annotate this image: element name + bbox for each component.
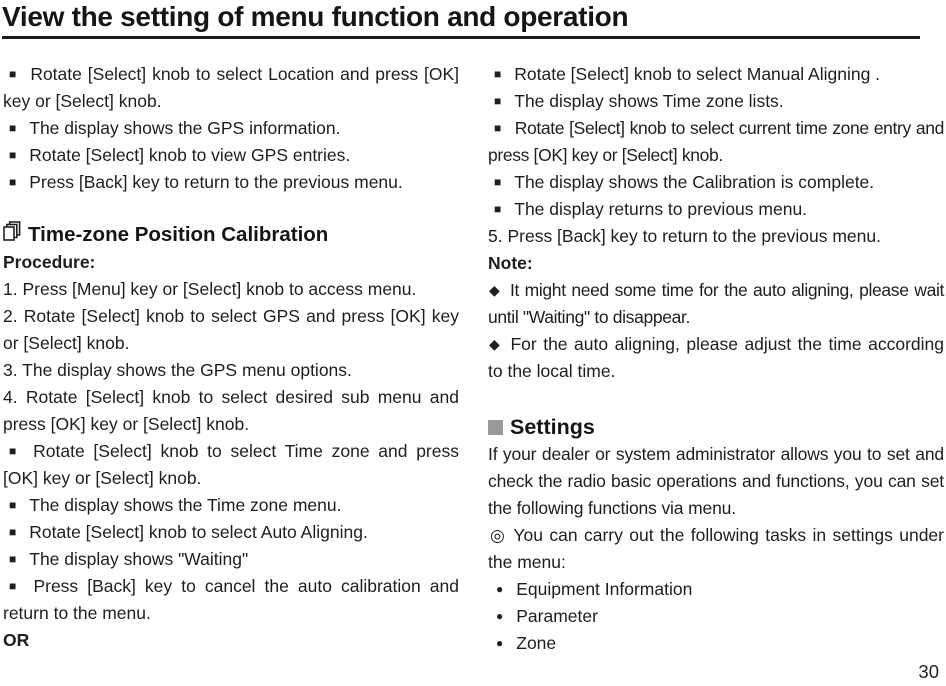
note-text: For the auto aligning, please adjust the…	[488, 334, 944, 381]
page-header: View the setting of menu function and op…	[0, 0, 946, 39]
square-bullet-icon: ■	[9, 525, 17, 539]
list-item: ■ Rotate [Select] knob to view GPS entrie…	[3, 142, 459, 169]
list-item: ● Parameter	[488, 603, 944, 630]
title-underline	[2, 36, 920, 39]
diamond-bullet-icon: ◆	[489, 336, 502, 352]
square-bullet-icon: ■	[9, 579, 21, 593]
page-number: 30	[918, 661, 939, 682]
section-heading-settings: Settings	[488, 413, 944, 441]
square-bullet-icon: ■	[494, 202, 502, 216]
list-item-text: The display shows Time zone lists.	[514, 91, 784, 111]
paragraph-text: You can carry out the following tasks in…	[488, 525, 944, 572]
pages-icon	[3, 221, 21, 249]
list-item-text: Rotate [Select] knob to select Manual Al…	[514, 64, 881, 84]
square-bullet-icon: ■	[9, 498, 17, 512]
dot-bullet-icon: ●	[496, 609, 504, 623]
list-item-text: Parameter	[516, 606, 598, 626]
list-item: ■Rotate [Select] knob to select Time zon…	[3, 438, 459, 492]
list-item-text: The display shows the GPS information.	[29, 118, 341, 138]
list-item: ■Rotate [Select] knob to select Location…	[3, 61, 459, 115]
square-bullet-icon: ■	[494, 67, 502, 81]
list-item-text: The display shows the Calibration is com…	[514, 172, 875, 192]
list-item: ■ Press [Back] key to return to the previ…	[3, 169, 459, 196]
procedure-label: Procedure:	[3, 252, 96, 272]
square-bullet-icon: ■	[9, 552, 17, 566]
square-bullet-icon: ■	[9, 121, 17, 135]
step-text: 5. Press [Back] key to return to the pre…	[488, 226, 881, 246]
note-label: Note:	[488, 253, 533, 273]
step-text: 1. Press [Menu] key or [Select] knob to …	[3, 279, 417, 299]
list-item-text: The display returns to previous menu.	[514, 199, 808, 219]
note-item: ◆For the auto aligning, please adjust th…	[488, 331, 944, 385]
square-bullet-icon: ■	[9, 148, 17, 162]
list-item-text: Press [Back] key to cancel the auto cali…	[3, 576, 460, 623]
diamond-bullet-icon: ◆	[489, 282, 501, 298]
list-item-text: Rotate [Select] knob to select Time zone…	[3, 441, 459, 488]
procedure-step: 1. Press [Menu] key or [Select] knob to …	[3, 276, 459, 303]
list-item-text: Rotate [Select] knob to select Auto Alig…	[29, 522, 368, 542]
procedure-step: 2. Rotate [Select] knob to select GPS an…	[3, 303, 459, 357]
step-text: 4. Rotate [Select] knob to select desire…	[3, 387, 459, 434]
list-item-text: Rotate [Select] knob to select Location …	[3, 64, 459, 111]
list-item: ● Equipment Information	[488, 576, 944, 603]
tasks-intro: ◎You can carry out the following tasks i…	[488, 522, 944, 576]
square-bullet-icon: ■	[9, 444, 21, 458]
list-item-text: The display shows "Waiting"	[29, 549, 249, 569]
list-item-text: Equipment Information	[516, 579, 693, 599]
page-title: View the setting of menu function and op…	[2, 1, 629, 32]
list-item-text: Rotate [Select] knob to select current t…	[488, 118, 944, 165]
square-bullet-icon: ■	[9, 67, 18, 81]
or-label: OR	[3, 630, 30, 650]
procedure-step: 4. Rotate [Select] knob to select desire…	[3, 384, 459, 438]
double-circle-bullet-icon: ◎	[490, 526, 507, 545]
list-item-text: The display shows the Time zone menu.	[29, 495, 342, 515]
procedure-step: 5. Press [Back] key to return to the pre…	[488, 223, 944, 250]
list-item: ● Zone	[488, 630, 944, 657]
procedure-step: 3. The display shows the GPS menu option…	[3, 357, 459, 384]
settings-intro: If your dealer or system administrator a…	[488, 441, 944, 522]
square-bullet-icon: ■	[494, 94, 502, 108]
list-item: ■ Rotate [Select] knob to select Manual A…	[488, 61, 944, 88]
left-column: ■Rotate [Select] knob to select Location…	[3, 61, 459, 657]
list-item: ■ The display returns to previous menu.	[488, 196, 944, 223]
dot-bullet-icon: ●	[496, 582, 504, 596]
list-item: ■Press [Back] key to cancel the auto cal…	[3, 573, 459, 627]
step-text: 2. Rotate [Select] knob to select GPS an…	[3, 306, 459, 353]
two-column-body: ■Rotate [Select] knob to select Location…	[0, 61, 946, 657]
square-bullet-icon: ■	[494, 121, 502, 135]
list-item: ■ The display shows the Calibration is co…	[488, 169, 944, 196]
note-text: It might need some time for the auto ali…	[488, 280, 944, 327]
list-item-text: Rotate [Select] knob to view GPS entries…	[29, 145, 351, 165]
section-heading-timezone: Time-zone Position Calibration	[3, 221, 459, 249]
square-bullet-icon: ■	[9, 175, 17, 189]
right-column: ■ Rotate [Select] knob to select Manual A…	[488, 61, 944, 657]
step-text: 3. The display shows the GPS menu option…	[3, 360, 352, 380]
list-item: ■ The display shows the GPS information.	[3, 115, 459, 142]
dot-bullet-icon: ●	[496, 636, 504, 650]
section-heading-text: Settings	[510, 415, 595, 439]
list-item-text: Press [Back] key to return to the previo…	[29, 172, 403, 192]
list-item-text: Zone	[516, 633, 557, 653]
section-heading-text: Time-zone Position Calibration	[28, 223, 329, 246]
list-item: ■ Rotate [Select] knob to select Auto Ali…	[3, 519, 459, 546]
square-bullet-icon: ■	[494, 175, 502, 189]
list-item: ■ The display shows the Time zone menu.	[3, 492, 459, 519]
list-item: ■ The display shows "Waiting"	[3, 546, 459, 573]
list-item: ■ The display shows Time zone lists.	[488, 88, 944, 115]
note-item: ◆It might need some time for the auto al…	[488, 277, 944, 331]
list-item: ■Rotate [Select] knob to select current …	[488, 115, 944, 169]
paragraph-text: If your dealer or system administrator a…	[488, 444, 944, 518]
gray-square-icon	[488, 419, 503, 435]
